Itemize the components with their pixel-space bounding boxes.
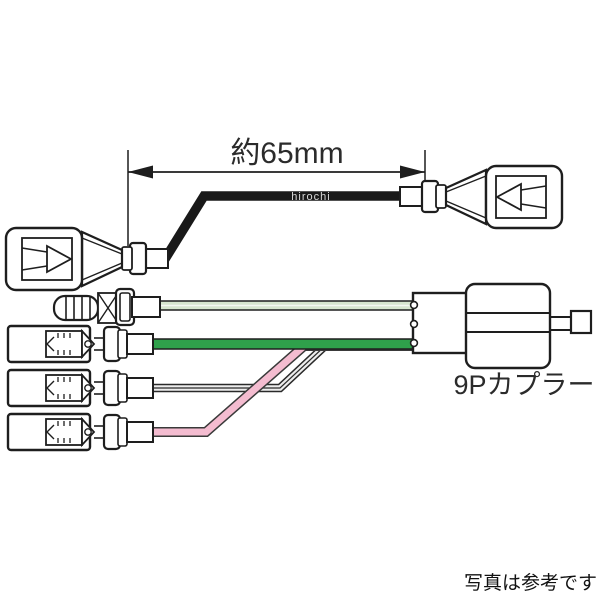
watermark-text: hirochi xyxy=(291,191,330,203)
sleeve-terminal-chevron xyxy=(46,336,55,352)
sleeve-terminal-2 xyxy=(6,368,155,408)
terminal-neck-line xyxy=(445,175,487,193)
terminal-wire-stub xyxy=(399,186,425,207)
left-spade-terminal xyxy=(4,226,170,292)
black-jumper-wire xyxy=(160,191,406,262)
right-spade-terminal xyxy=(399,164,564,230)
sleeve-cone-hole xyxy=(84,340,92,348)
terminal-neck-line xyxy=(445,200,487,219)
sleeve-terminal-1 xyxy=(6,324,154,364)
coupler-pin-circle xyxy=(409,338,419,348)
green-wire xyxy=(149,338,417,350)
dimension-label: 約65mm xyxy=(230,137,343,170)
bullet-crimp-ring-inner xyxy=(119,292,131,322)
coupler-pin-circle xyxy=(409,319,419,329)
sleeve-terminal-3 xyxy=(6,412,155,452)
bullet-crimp-cross xyxy=(97,292,119,324)
pale-green-wire xyxy=(157,300,417,311)
dimension-annotation: 約65mm xyxy=(127,137,426,246)
terminal-body xyxy=(484,164,564,230)
bullet-tip xyxy=(52,294,100,322)
terminal-neck xyxy=(444,168,488,226)
sleeve-crimp-inner xyxy=(117,329,128,359)
footer-note: 写真は参考です xyxy=(464,572,597,594)
terminal-crimp-inner xyxy=(435,184,447,209)
coupler-tab-end xyxy=(569,309,593,335)
coupler-label: 9Pカプラー xyxy=(453,370,594,400)
terminal-contact-line xyxy=(520,203,547,209)
coupler-body xyxy=(464,282,552,370)
terminal-contact-chevron xyxy=(495,182,522,212)
bullet-terminal xyxy=(52,287,161,327)
dimension-arrowhead-right xyxy=(400,165,425,179)
dimension-arrowhead-left xyxy=(128,165,153,179)
coupler-wire-block xyxy=(411,291,470,355)
bullet-wire-stub xyxy=(131,296,161,318)
coupler-9p xyxy=(409,282,593,370)
coupler-pin-circle xyxy=(409,300,419,310)
sleeve-wire-stub xyxy=(126,333,154,355)
terminal-contact-line xyxy=(520,185,547,191)
